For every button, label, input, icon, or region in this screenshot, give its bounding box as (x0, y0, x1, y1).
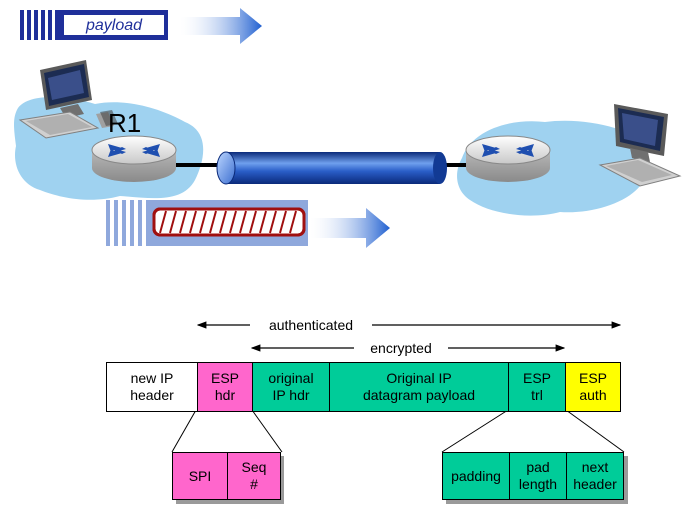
ipsec-tunnel-icon (216, 151, 447, 185)
router-r1-icon (91, 135, 177, 182)
encrypted-packet-icon (150, 200, 308, 246)
router-r1-label: R1 (108, 108, 142, 138)
padding-field: padding (442, 452, 510, 500)
tunnel-direction-arrow (310, 208, 390, 248)
sequence-number-field: Seq# (227, 452, 281, 500)
authenticated-label: authenticated (268, 317, 354, 333)
top-direction-arrow (180, 8, 262, 44)
top-packet-header-icon (20, 10, 60, 40)
esp-format-lines (171, 321, 625, 453)
spi-field: SPI (172, 452, 228, 500)
tunnel-packet-header-icon (106, 200, 150, 246)
right-desktop-computer-icon (598, 104, 682, 187)
router-right-icon (465, 135, 551, 182)
payload-label: payload (85, 17, 143, 34)
left-desktop-computer-icon (18, 60, 118, 139)
network-diagram (14, 8, 682, 248)
encrypted-label: encrypted (370, 340, 432, 356)
